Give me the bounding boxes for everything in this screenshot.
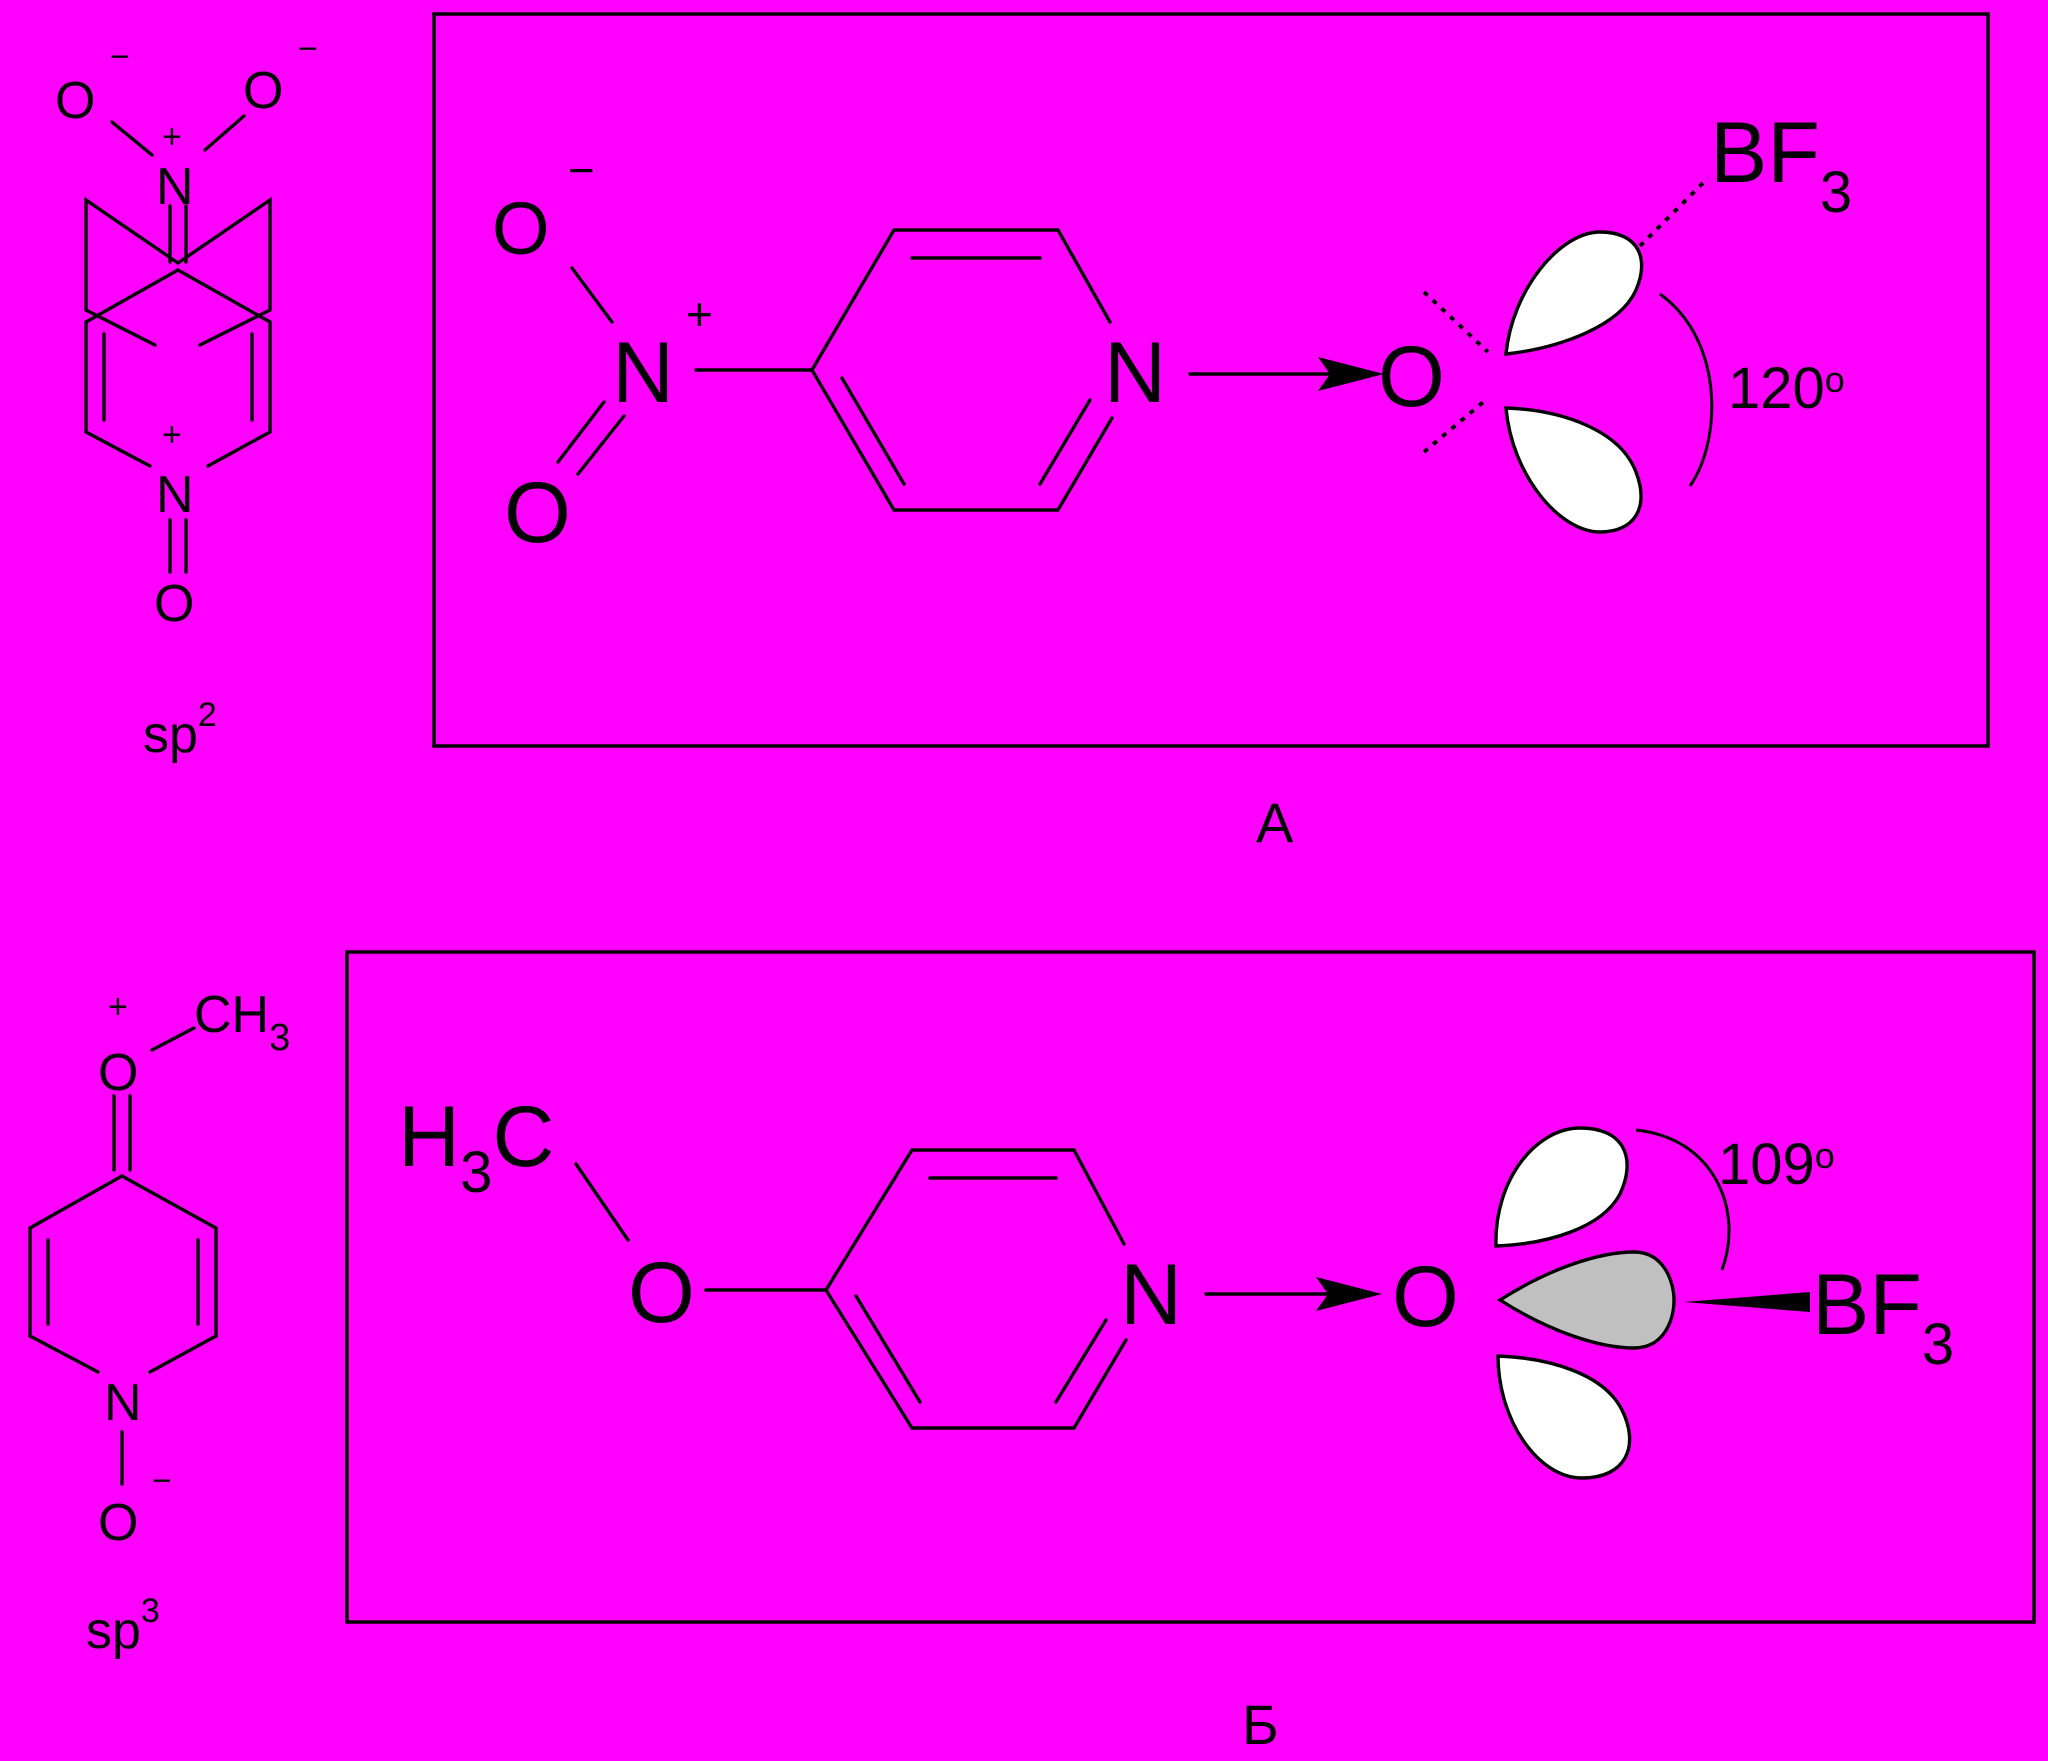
lobe-b-middle xyxy=(1496,1250,1676,1350)
hybridization-label-sp2: sp2 xyxy=(143,696,217,764)
ring-sp3-n-left xyxy=(28,1334,100,1374)
dash-a-lower xyxy=(1422,396,1490,454)
charge-obottom: − xyxy=(152,1462,172,1500)
structure-sp2: O − O − N + N + O sp2 xyxy=(55,30,318,764)
bond-o2-n xyxy=(203,114,246,152)
charge-n-ring: + xyxy=(162,416,182,454)
bond-a-ominus-n xyxy=(570,266,614,324)
charge-otop: + xyxy=(108,988,128,1026)
ring-sp3-n-right xyxy=(148,1334,218,1374)
lobe-a-lower xyxy=(1504,406,1643,534)
lobe-b-lower xyxy=(1496,1354,1632,1480)
label-b-angle: 109o xyxy=(1718,1132,1835,1197)
charge-n-nitro: + xyxy=(162,118,182,156)
atom-a-n-ring: N xyxy=(1104,325,1166,421)
ring-sp2-c4-right xyxy=(176,268,272,324)
atom-a-n-nitro: N xyxy=(612,325,674,421)
charge-a-n-nitro: + xyxy=(686,288,713,340)
atom-o2: O xyxy=(243,62,283,120)
bond-o1-n xyxy=(110,120,154,157)
charge-a-ominus: − xyxy=(568,144,595,196)
ring-a-inner-right xyxy=(1038,398,1092,486)
bond-otop-ch3 xyxy=(150,1026,196,1052)
atom-a-o-acceptor: O xyxy=(1378,329,1445,425)
ring-sp2-c4-left xyxy=(84,268,180,324)
ring-sp3-c4-left xyxy=(28,1174,124,1230)
label-a-bf3: BF3 xyxy=(1710,105,1852,225)
ring-b-inner-left xyxy=(854,1294,922,1404)
lobe-b-upper xyxy=(1494,1126,1629,1248)
panel-b-frame xyxy=(345,950,2036,1624)
ring-sp2 xyxy=(84,196,272,347)
label-b-h3c: H3C xyxy=(398,1089,554,1205)
atom-obottom: O xyxy=(98,1494,138,1552)
atom-a-odouble: O xyxy=(504,465,571,561)
ring-a-inner-left xyxy=(840,376,906,486)
atom-n-ring: N xyxy=(156,466,194,524)
atom-b-n-ring: N xyxy=(1120,1247,1182,1343)
structure-sp3: O + CH3 N O − sp3 xyxy=(28,986,290,1660)
panel-a-frame xyxy=(432,12,1990,748)
arrow-b-head xyxy=(1316,1277,1382,1311)
atom-b-o-acceptor: O xyxy=(1392,1249,1459,1345)
lobe-a-upper xyxy=(1504,230,1644,356)
caption-a: А xyxy=(1256,791,1294,854)
hybridization-label-sp3: sp3 xyxy=(86,1592,160,1660)
bond-a-n-odouble-b xyxy=(576,414,626,476)
atom-otop: O xyxy=(98,1044,138,1102)
panel-a: O − N + O N O BF3 120o А xyxy=(432,12,1990,854)
charge-o2: − xyxy=(298,30,318,68)
atom-o-ring: O xyxy=(154,575,194,633)
atom-n-ring-sp3: N xyxy=(104,1374,142,1432)
angle-arc-a xyxy=(1659,292,1714,487)
label-ch3: CH3 xyxy=(194,986,290,1059)
ring-sp2-n-left xyxy=(84,430,152,468)
atom-n-nitro: N xyxy=(156,158,194,216)
ring-b-inner-right xyxy=(1054,1318,1108,1404)
caption-b: Б xyxy=(1242,1693,1279,1756)
ring-a xyxy=(810,228,1114,512)
ring-b xyxy=(824,1148,1128,1430)
panel-b: H3C O N O BF3 109o Б xyxy=(345,950,2036,1756)
label-b-bf3: BF3 xyxy=(1812,1257,1954,1377)
atom-b-o-methoxy: O xyxy=(628,1245,695,1341)
bond-b-ch3-o xyxy=(574,1162,630,1242)
label-a-angle: 120o xyxy=(1728,356,1845,421)
wedge-bond-b-bf3 xyxy=(1684,1292,1810,1312)
atom-o1: O xyxy=(55,72,95,130)
angle-arc-b xyxy=(1635,1128,1731,1271)
atom-a-ominus: O xyxy=(492,187,550,270)
charge-o1: − xyxy=(110,38,130,76)
bond-a-n-odouble-a xyxy=(556,400,606,464)
dash-a-upper xyxy=(1422,290,1490,354)
arrow-a-head xyxy=(1318,357,1384,391)
dash-a-bf3 xyxy=(1638,176,1710,248)
ring-sp2-n-right xyxy=(206,430,272,468)
ring-sp3-c4-right xyxy=(120,1174,218,1230)
